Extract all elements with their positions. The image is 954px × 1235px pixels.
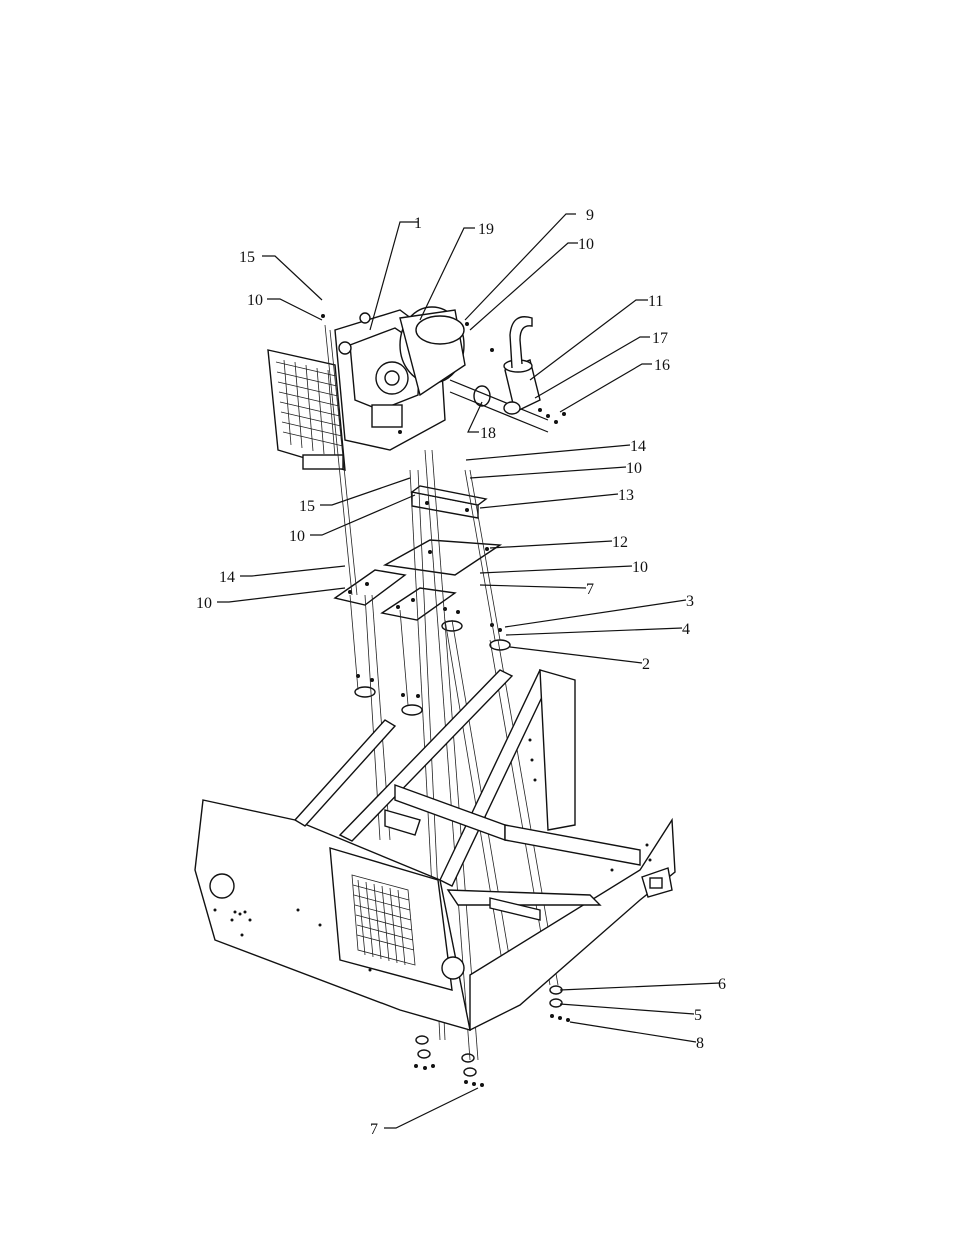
callout-10a: 10 [578,236,594,253]
callout-14b: 14 [219,569,235,586]
callout-7a: 7 [586,581,594,598]
callout-4: 4 [682,621,690,638]
callout-labels: 1 19 9 10 15 10 11 17 16 18 14 10 13 15 … [196,207,726,1138]
callout-11: 11 [648,293,663,310]
callout-19: 19 [478,221,494,238]
callout-13: 13 [618,487,634,504]
callout-16: 16 [654,357,670,374]
callout-12: 12 [612,534,628,551]
callout-9: 9 [586,207,594,224]
callout-3: 3 [686,593,694,610]
callout-10d: 10 [289,528,305,545]
mounting-plates [333,485,503,621]
callout-2: 2 [642,656,650,673]
callout-15a: 15 [239,249,255,266]
callout-15b: 15 [299,498,315,515]
callout-18: 18 [480,425,496,442]
callout-10f: 10 [196,595,212,612]
chassis-frame [194,669,676,1032]
callout-17: 17 [652,330,668,347]
callout-10c: 10 [626,460,642,477]
engine-assembly [267,306,566,471]
leader-lines [217,213,721,1129]
callout-8: 8 [696,1035,704,1052]
callout-7b: 7 [370,1121,378,1138]
callout-10b: 10 [247,292,263,309]
callout-14a: 14 [630,438,646,455]
callout-1: 1 [414,215,422,232]
callout-10e: 10 [632,559,648,576]
callout-5: 5 [694,1007,702,1024]
callout-6: 6 [718,976,726,993]
